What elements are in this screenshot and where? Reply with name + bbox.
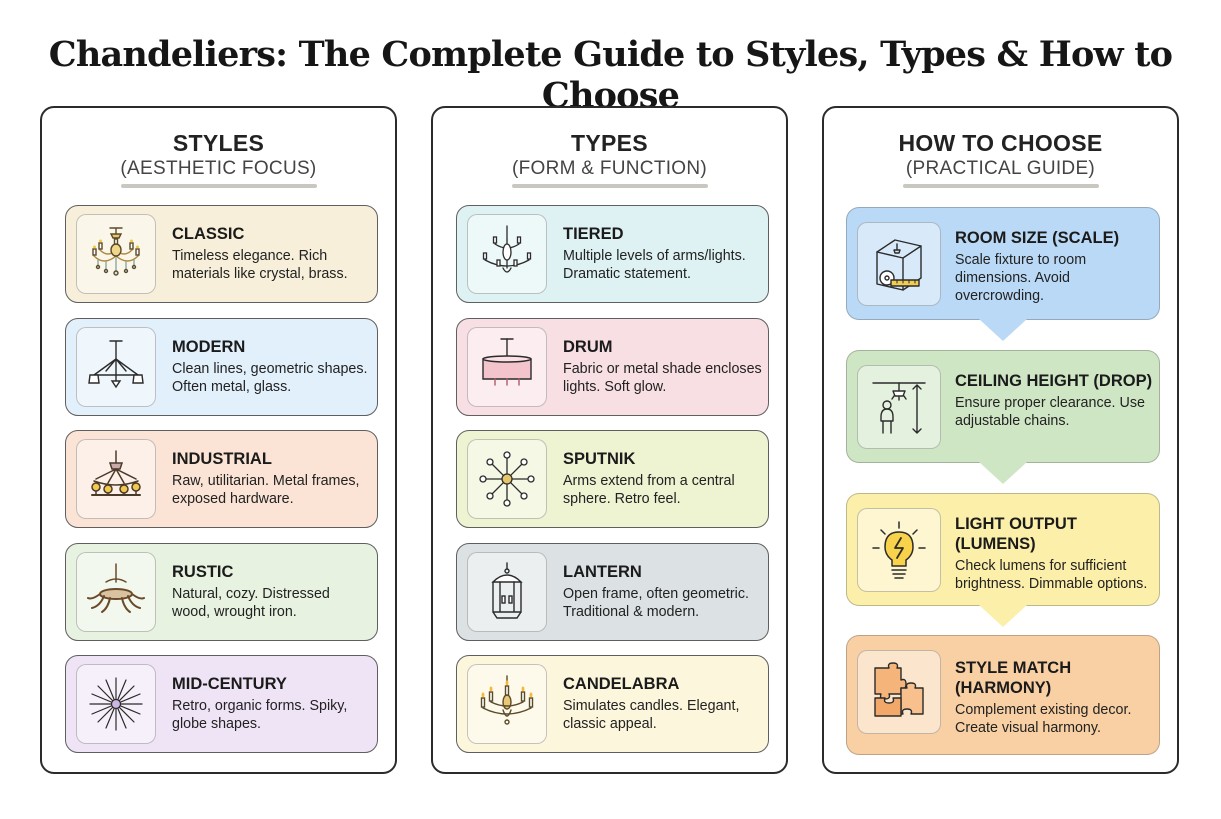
- card-description: Clean lines, geometric shapes. Often met…: [172, 361, 368, 395]
- header-underline: [902, 184, 1099, 188]
- choose-header: HOW TO CHOOSE (PRACTICAL GUIDE): [824, 130, 1177, 188]
- industrial-chandelier-icon: [76, 439, 156, 519]
- header-underline: [120, 184, 317, 188]
- types-header: TYPES (FORM & FUNCTION): [433, 130, 786, 188]
- types-title: TYPES: [571, 130, 648, 156]
- card-description: Simulates candles. Elegant, classic appe…: [563, 698, 740, 732]
- styles-header: STYLES (AESTHETIC FOCUS): [42, 130, 395, 188]
- puzzle-icon: [857, 650, 941, 734]
- starburst-chandelier-icon: [76, 664, 156, 744]
- card-description: Complement existing decor. Create visual…: [955, 702, 1132, 736]
- flow-arrow: [979, 462, 1027, 484]
- card-title: STYLE MATCH (HARMONY): [955, 659, 1072, 697]
- header-underline: [511, 184, 708, 188]
- card-title: MID-CENTURY: [172, 675, 287, 693]
- flow-arrow: [979, 605, 1027, 627]
- modern-chandelier-icon: [76, 327, 156, 407]
- styles-subtitle: (AESTHETIC FOCUS): [120, 158, 317, 179]
- style-card-modern: MODERN Clean lines, geometric shapes. Of…: [65, 318, 378, 416]
- type-card-drum: DRUM Fabric or metal shade encloses ligh…: [456, 318, 769, 416]
- card-description: Scale fixture to room dimensions. Avoid …: [955, 252, 1087, 304]
- styles-title: STYLES: [172, 130, 265, 156]
- tiered-chandelier-icon: [467, 214, 547, 294]
- room-measure-icon: [857, 222, 941, 306]
- card-description: Natural, cozy. Distressed wood, wrought …: [172, 586, 330, 620]
- card-title: CANDELABRA: [563, 675, 680, 693]
- card-title: TIERED: [563, 225, 624, 243]
- lantern-chandelier-icon: [467, 552, 547, 632]
- card-description: Retro, organic forms. Spiky, globe shape…: [172, 698, 348, 732]
- ceiling-height-icon: [857, 365, 941, 449]
- antler-chandelier-icon: [76, 552, 156, 632]
- card-title: DRUM: [563, 338, 613, 356]
- style-card-mid-century: MID-CENTURY Retro, organic forms. Spiky,…: [65, 655, 378, 753]
- style-card-industrial: INDUSTRIAL Raw, utilitarian. Metal frame…: [65, 430, 378, 528]
- sputnik-chandelier-icon: [467, 439, 547, 519]
- type-card-lantern: LANTERN Open frame, often geometric. Tra…: [456, 543, 769, 641]
- card-description: Ensure proper clearance. Use adjustable …: [955, 395, 1145, 429]
- card-title: RUSTIC: [172, 563, 234, 581]
- card-title: MODERN: [172, 338, 246, 356]
- classic-chandelier-icon: [76, 214, 156, 294]
- card-title: CEILING HEIGHT (DROP): [955, 372, 1153, 390]
- choose-card-light-output: LIGHT OUTPUT (LUMENS) Check lumens for s…: [846, 493, 1160, 627]
- lightbulb-icon: [857, 508, 941, 592]
- type-card-tiered: TIERED Multiple levels of arms/lights. D…: [456, 205, 769, 303]
- card-title: ROOM SIZE (SCALE): [955, 229, 1120, 247]
- choose-column: HOW TO CHOOSE (PRACTICAL GUIDE) ROOM SIZ…: [822, 106, 1179, 774]
- flow-arrow: [979, 319, 1027, 341]
- card-title: CLASSIC: [172, 225, 245, 243]
- styles-column: STYLES (AESTHETIC FOCUS) CLASSIC Timeles…: [40, 106, 397, 774]
- choose-card-ceiling-height: CEILING HEIGHT (DROP) Ensure proper clea…: [846, 350, 1160, 484]
- card-description: Raw, utilitarian. Metal frames, exposed …: [172, 473, 360, 507]
- card-description: Arms extend from a central sphere. Retro…: [563, 473, 735, 507]
- choose-subtitle: (PRACTICAL GUIDE): [905, 158, 1096, 179]
- types-subtitle: (FORM & FUNCTION): [511, 158, 708, 179]
- choose-title: HOW TO CHOOSE: [898, 130, 1103, 156]
- types-column: TYPES (FORM & FUNCTION) TIERED Multiple …: [431, 106, 788, 774]
- drum-chandelier-icon: [467, 327, 547, 407]
- page-title: Chandeliers: The Complete Guide to Style…: [48, 34, 1173, 116]
- card-title: LANTERN: [563, 563, 642, 581]
- card-title: SPUTNIK: [563, 450, 636, 468]
- card-title: INDUSTRIAL: [172, 450, 272, 468]
- card-title: LIGHT OUTPUT (LUMENS): [955, 515, 1077, 553]
- card-description: Timeless elegance. Rich materials like c…: [172, 248, 348, 282]
- type-card-candelabra: CANDELABRA Simulates candles. Elegant, c…: [456, 655, 769, 753]
- card-description: Check lumens for sufficient brightness. …: [955, 558, 1148, 592]
- candelabra-chandelier-icon: [467, 664, 547, 744]
- type-card-sputnik: SPUTNIK Arms extend from a central spher…: [456, 430, 769, 528]
- card-description: Open frame, often geometric. Traditional…: [563, 586, 749, 620]
- style-card-classic: CLASSIC Timeless elegance. Rich material…: [65, 205, 378, 303]
- choose-card-room-size: ROOM SIZE (SCALE) Scale fixture to room …: [846, 207, 1160, 341]
- choose-card-style-match: STYLE MATCH (HARMONY) Complement existin…: [846, 635, 1160, 755]
- style-card-rustic: RUSTIC Natural, cozy. Distressed wood, w…: [65, 543, 378, 641]
- card-description: Fabric or metal shade encloses lights. S…: [563, 361, 762, 395]
- card-description: Multiple levels of arms/lights. Dramatic…: [563, 248, 746, 282]
